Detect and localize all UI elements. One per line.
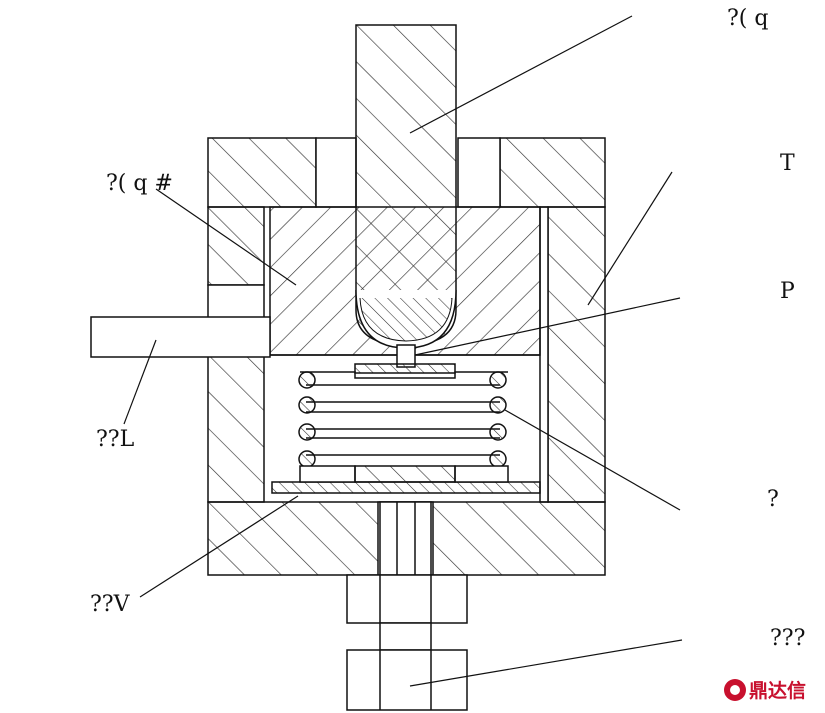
label-left-upper: ?( q # xyxy=(106,171,173,196)
label-left-mid: ??L xyxy=(96,427,135,452)
housing-right-wall xyxy=(539,206,606,503)
spring xyxy=(298,371,507,468)
label-right-q: ? xyxy=(767,487,779,512)
top-cap xyxy=(207,137,606,208)
label-left-low: ??V xyxy=(90,592,131,617)
bottom-stem xyxy=(346,501,468,711)
label-bottom-right: ??? xyxy=(770,626,805,651)
upper-spring-seat xyxy=(300,371,508,379)
watermark-logo: 鼎达信 xyxy=(724,679,806,702)
label-right-t: T xyxy=(780,151,795,176)
label-top-right: ?( q xyxy=(727,6,768,31)
labels: ?( q T P ? ??? ?( q # ??L ??V xyxy=(90,6,805,651)
side-inlet-pipe xyxy=(90,316,271,358)
lower-spring-seat xyxy=(271,465,541,494)
leader-lines xyxy=(123,15,683,687)
watermark-text: 鼎达信 xyxy=(749,679,806,702)
valve-stem xyxy=(354,344,456,374)
label-right-p: P xyxy=(780,279,795,304)
plunger-rod xyxy=(355,24,457,349)
